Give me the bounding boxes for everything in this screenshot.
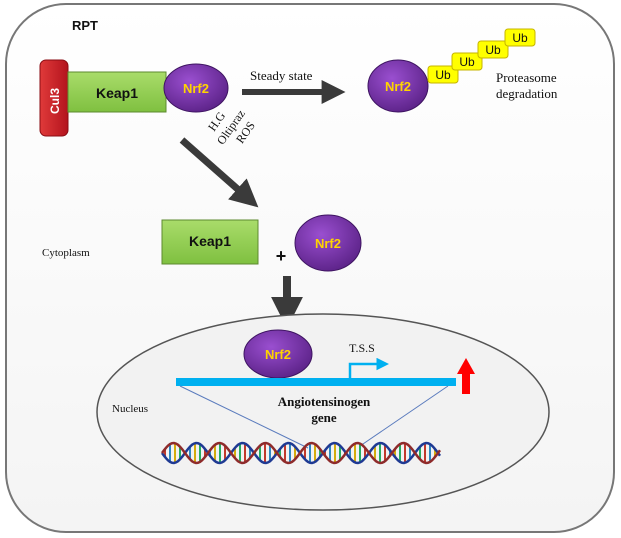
nrf2-degradation-bubble: [367, 59, 429, 113]
stimulus-arrow: [179, 137, 259, 208]
nucleus-label: Nucleus: [112, 403, 148, 415]
gene-label-line1: Angiotensinogen: [278, 394, 371, 409]
nrf2-complex-bubble: [163, 63, 229, 113]
steady-state-label: Steady state: [250, 68, 313, 83]
degradation-label: degradation: [496, 86, 558, 101]
ub-tag-3: [477, 40, 509, 59]
ub-tag-1-label: Ub: [435, 68, 451, 82]
nucleus-boundary: [96, 313, 550, 511]
promoter-dna-bar: [176, 378, 456, 386]
dna-helix: [160, 441, 442, 465]
cul3-label: Cul3: [48, 88, 62, 114]
ub-chain: Ub Ub Ub Ub: [427, 28, 536, 84]
proteasome-label: Proteasome: [496, 70, 557, 85]
keap1-free-label: Keap1: [189, 233, 231, 249]
tss-label: T.S.S: [349, 341, 375, 355]
keap1-complex-block: [67, 71, 167, 113]
tss-arrow: [348, 357, 389, 378]
cell-label: RPT: [72, 18, 98, 33]
nrf2-free-bubble: [294, 214, 362, 272]
nrf2-nucleus-label: Nrf2: [265, 347, 291, 362]
keap1-complex-label: Keap1: [96, 85, 138, 101]
ub-tag-2-label: Ub: [459, 55, 475, 69]
nrf2-degradation-label: Nrf2: [385, 79, 411, 94]
plus-sign: +: [276, 246, 287, 266]
connector-right: [359, 385, 449, 447]
connector-left: [179, 385, 309, 449]
ub-tag-4: [504, 28, 536, 47]
ub-tag-3-label: Ub: [485, 43, 501, 57]
nrf2-free-label: Nrf2: [315, 236, 341, 251]
ub-tag-1: [427, 65, 459, 84]
upregulation-arrow: [457, 358, 475, 394]
nrf2-complex-label: Nrf2: [183, 81, 209, 96]
helix-strand-b: [160, 441, 442, 465]
ub-tag-4-label: Ub: [512, 31, 528, 45]
ub-tag-2: [451, 52, 483, 71]
keap1-free-block: [161, 219, 259, 265]
gene-label-line2: gene: [311, 410, 337, 425]
cytoplasm-label: Cytoplasm: [42, 247, 90, 259]
